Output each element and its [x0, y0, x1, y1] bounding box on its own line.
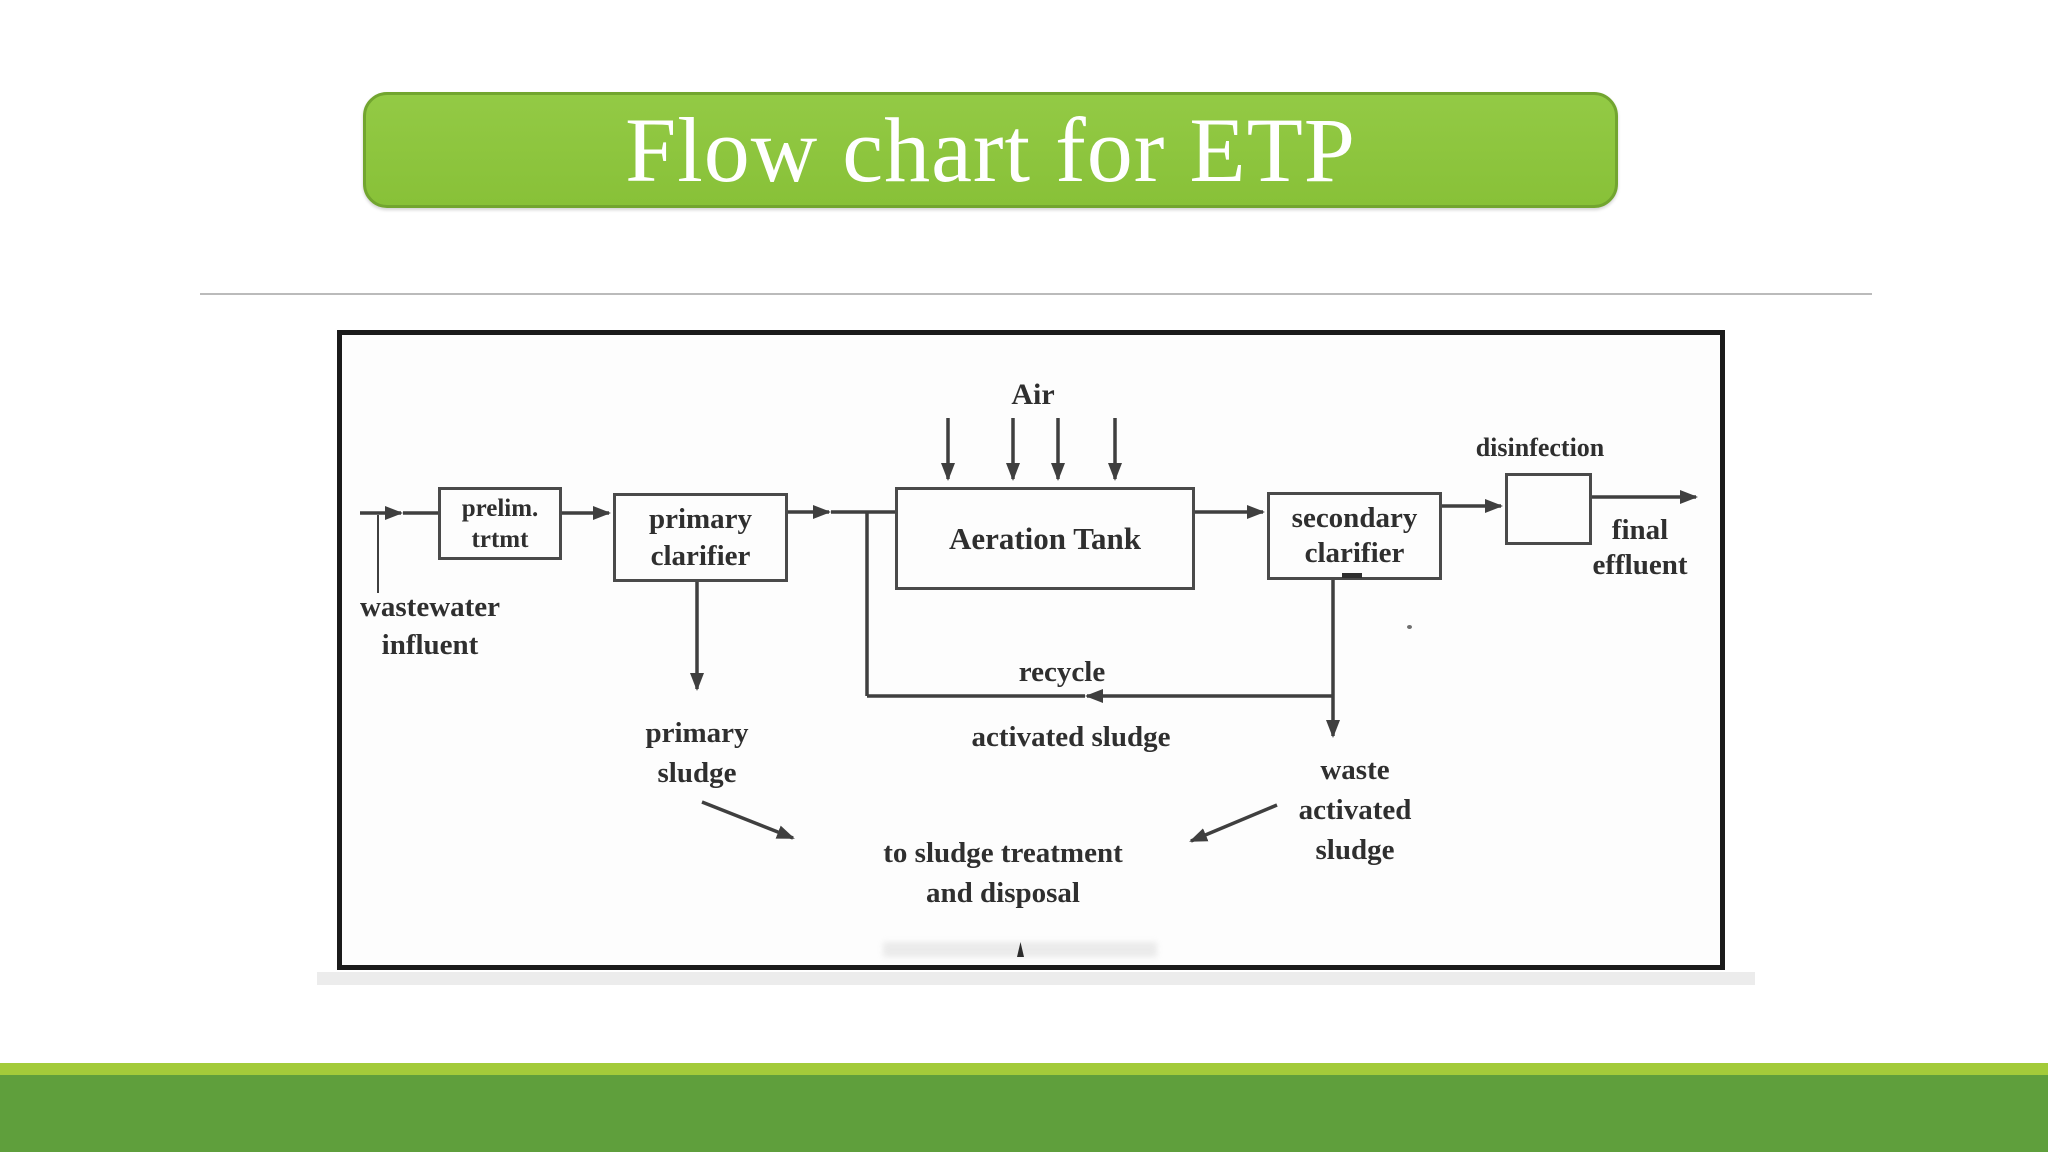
- footer-accent-strip: [0, 1063, 2048, 1075]
- scan-artifact-dot: [1407, 625, 1412, 629]
- edge-primary-sludge-to-treatment: [701, 800, 795, 840]
- flowchart-figure: prelim. trtmt primary clarifier Aeration…: [337, 330, 1725, 970]
- node-label-line: clarifier: [1304, 537, 1405, 569]
- label-disinfection: disinfection: [1475, 433, 1605, 462]
- label-air: Air: [1011, 378, 1055, 411]
- label-activated-sludge: activated sludge: [971, 721, 1171, 753]
- label-line: to sludge treatment: [883, 837, 1123, 869]
- label-recycle: recycle: [1018, 656, 1106, 688]
- label-waste-activated-sludge: waste activated sludge: [1265, 750, 1445, 870]
- label-line: waste: [1320, 754, 1390, 786]
- slide-title: Flow chart for ETP: [625, 99, 1356, 201]
- node-label-line: Aeration Tank: [948, 520, 1142, 556]
- node-primary-clarifier: primary clarifier: [613, 493, 788, 582]
- node-label-line: secondary: [1291, 502, 1418, 534]
- label-primary-sludge: primary sludge: [627, 713, 767, 793]
- node-secondary-clarifier: secondary clarifier: [1267, 492, 1442, 580]
- divider-line: [200, 293, 1872, 295]
- node-aeration-tank: Aeration Tank: [895, 487, 1195, 590]
- scan-artifact-dash: [1342, 573, 1362, 578]
- watermark-caret-mark: [1017, 942, 1024, 957]
- node-prelim-trtmt: prelim. trtmt: [438, 487, 562, 560]
- label-sludge-treatment-disposal: to sludge treatment and disposal: [833, 833, 1173, 913]
- flowchart-connectors: [360, 418, 1698, 843]
- label-line: activated: [1298, 794, 1412, 826]
- label-line: effluent: [1592, 549, 1688, 581]
- label-final-effluent: final effluent: [1560, 513, 1720, 583]
- label-line: sludge: [657, 757, 737, 789]
- footer-bar: [0, 1075, 2048, 1152]
- label-line: and disposal: [926, 877, 1080, 909]
- label-line: influent: [381, 629, 479, 661]
- node-label-line: clarifier: [650, 539, 751, 572]
- edge-waste-sludge-to-treatment: [1189, 803, 1278, 843]
- node-disinfection-box: [1505, 473, 1592, 545]
- node-label-line: primary: [648, 502, 753, 535]
- label-line: final: [1611, 514, 1669, 546]
- title-banner: Flow chart for ETP: [363, 92, 1618, 208]
- node-label-line: trtmt: [471, 525, 529, 553]
- edge-recycle-return: [865, 512, 1333, 703]
- label-line: sludge: [1315, 834, 1395, 866]
- edge-influent-to-prelim: [360, 506, 438, 593]
- node-label-line: prelim.: [461, 494, 539, 522]
- label-line: wastewater: [359, 591, 501, 623]
- label-wastewater-influent: wastewater influent: [340, 588, 520, 664]
- label-line: primary: [645, 717, 749, 749]
- flowchart-shadow: [317, 972, 1755, 985]
- edge-air-arrows: [941, 418, 1122, 481]
